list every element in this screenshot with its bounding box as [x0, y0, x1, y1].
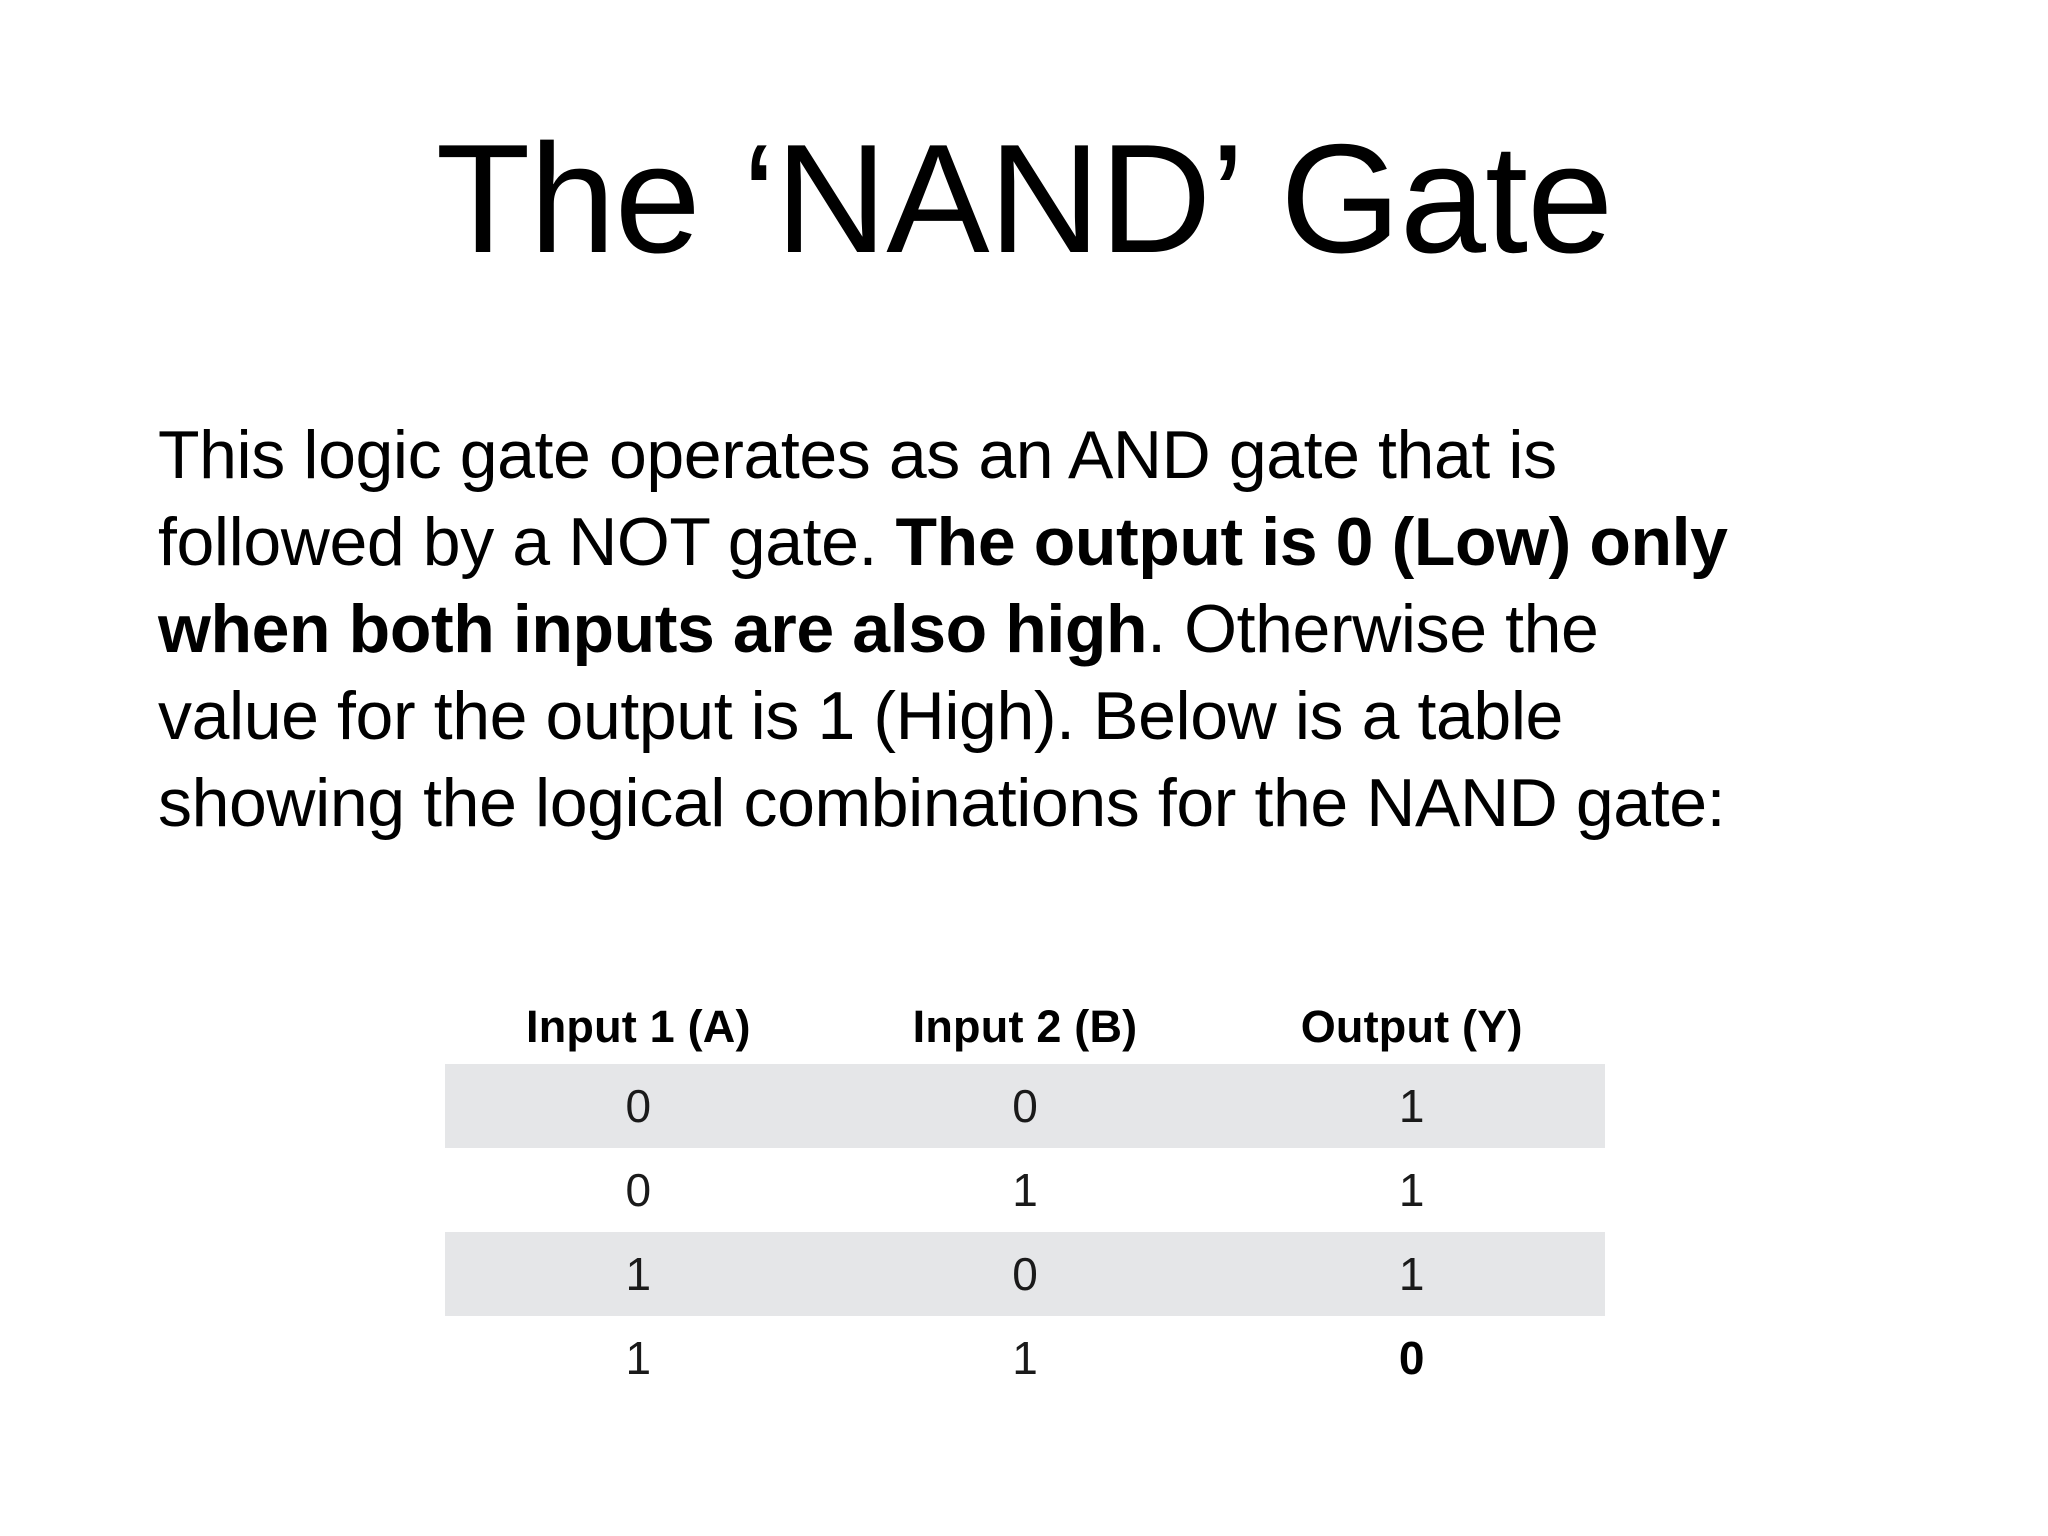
- column-header-input-1: Input 1 (A): [526, 1000, 751, 1052]
- body-line-4-text: value for the output is 1 (High). Below …: [158, 678, 1563, 754]
- body-line-2-plain: followed by a NOT gate.: [158, 504, 896, 580]
- table-header-row: Input 1 (A) Input 2 (B) Output (Y): [445, 988, 1605, 1064]
- table-row: 0 0 1: [445, 1064, 1605, 1148]
- cell-output: 1: [1398, 1248, 1425, 1300]
- cell-input-1: 1: [625, 1332, 652, 1384]
- column-header-input-2: Input 2 (B): [912, 1000, 1138, 1052]
- cell-input-2: 1: [1012, 1164, 1038, 1216]
- cell-input-2: 0: [1012, 1248, 1038, 1300]
- body-line-1-text: This logic gate operates as an AND gate …: [158, 417, 1557, 493]
- body-line-3-bold: when both inputs are also high: [158, 591, 1148, 667]
- body-line-3: when both inputs are also high. Otherwis…: [158, 586, 1918, 673]
- table-row: 1 1 0: [445, 1316, 1605, 1400]
- body-line-1: This logic gate operates as an AND gate …: [158, 412, 1918, 499]
- cell-output: 0: [1398, 1332, 1425, 1384]
- page-title: The ‘NAND’ Gate: [435, 112, 1614, 285]
- body-line-3-plain: . Otherwise the: [1147, 591, 1599, 667]
- table-row: 0 1 1: [445, 1148, 1605, 1232]
- body-line-5-text: showing the logical combinations for the…: [158, 765, 1726, 841]
- cell-input-1: 1: [625, 1248, 652, 1300]
- body-paragraph: This logic gate operates as an AND gate …: [158, 412, 1918, 847]
- body-line-4: value for the output is 1 (High). Below …: [158, 673, 1918, 760]
- cell-input-1: 0: [625, 1080, 652, 1132]
- body-line-2-bold: The output is 0 (Low) only: [895, 504, 1728, 580]
- cell-output: 1: [1398, 1080, 1425, 1132]
- cell-input-1: 0: [625, 1164, 652, 1216]
- body-line-2: followed by a NOT gate. The output is 0 …: [158, 499, 1918, 586]
- cell-output: 1: [1398, 1164, 1425, 1216]
- column-header-output: Output (Y): [1300, 1000, 1523, 1052]
- cell-input-2: 0: [1012, 1080, 1038, 1132]
- body-line-5: showing the logical combinations for the…: [158, 760, 1918, 847]
- table-row: 1 0 1: [445, 1232, 1605, 1316]
- cell-input-2: 1: [1012, 1332, 1038, 1384]
- truth-table: Input 1 (A) Input 2 (B) Output (Y) 0 0 1…: [445, 988, 1605, 1400]
